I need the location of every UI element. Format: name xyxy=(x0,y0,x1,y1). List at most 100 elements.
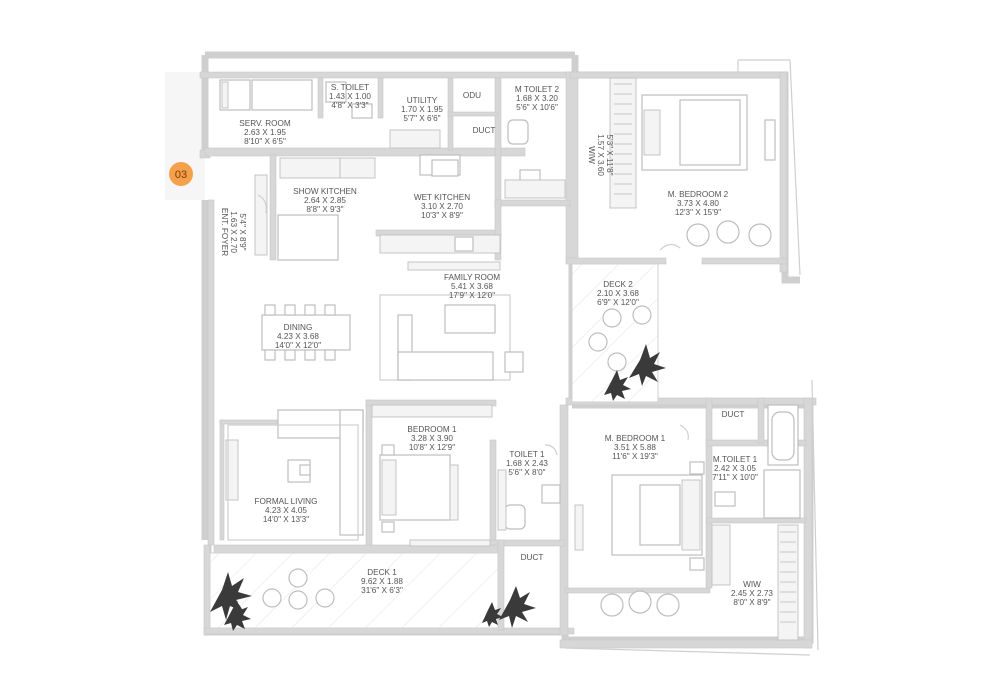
room-label-text: ENT. FOYER xyxy=(220,208,229,256)
room-label-text: WET KITCHEN xyxy=(414,193,470,202)
room-label-text: M TOILET 2 xyxy=(515,85,560,94)
badge-circle xyxy=(169,162,193,186)
room-label-text: DINING xyxy=(284,323,313,332)
wall-duct-right xyxy=(757,397,765,444)
wall-stoilet-left xyxy=(317,77,324,119)
label-toilet-1: TOILET 1 1.68 X 2.43 5'6" X 8'0" xyxy=(506,450,548,477)
room-label-text: 1.57 X 3.60 xyxy=(596,134,605,176)
label-serv-room: SERV. ROOM 2.63 X 1.95 8'10" X 6'5" xyxy=(239,119,291,146)
room-label-text: 17'9" X 12'0" xyxy=(449,291,495,300)
bedroom-1-furniture xyxy=(371,404,493,547)
wall-wetkitchen-right xyxy=(494,199,502,261)
room-label-text: TOILET 1 xyxy=(509,450,545,459)
room-label-text: M. BEDROOM 2 xyxy=(668,190,729,199)
room-label-text: 4.23 X 3.68 xyxy=(277,332,319,341)
unit-badge-label: 03 xyxy=(175,169,187,181)
label-family-room: FAMILY ROOM 5.41 X 3.68 17'9" X 12'0" xyxy=(444,273,500,300)
label-show-kitchen: SHOW KITCHEN 2.64 X 2.85 8'8" X 9'3" xyxy=(293,187,357,214)
wall-bed2-right xyxy=(779,71,788,273)
room-label-text: 8'8" X 9'3" xyxy=(306,205,343,214)
wall-duct-bottom xyxy=(705,439,807,447)
toilet-1-fixtures xyxy=(497,469,561,531)
label-wiw-top: WIW 1.57 X 3.60 5'3" X 11'8" xyxy=(587,134,614,176)
room-label-text: FORMAL LIVING xyxy=(255,497,318,506)
room-label-text: 5'7" X 6'6" xyxy=(403,114,440,123)
room-label-text: 11'6" X 19'3" xyxy=(612,452,658,461)
label-deck-1: DECK 1 9.62 X 1.88 31'6" X 6'3" xyxy=(361,568,403,595)
wall-odu-bottom xyxy=(447,111,499,117)
wall-mtoilet2-left xyxy=(494,77,502,209)
room-label-text: 2.63 X 1.95 xyxy=(244,128,286,137)
room-label-text: 3.28 X 3.90 xyxy=(411,434,453,443)
room-label-text: UTILITY xyxy=(407,96,438,105)
label-s-toilet: S. TOILET 1.43 X 1.00 4'8" X 3'3" xyxy=(329,83,371,110)
formal-living-furniture xyxy=(225,409,364,541)
unit-badge: 03 xyxy=(165,72,205,200)
wall-formal-top xyxy=(219,419,281,425)
plant-icon xyxy=(604,344,666,401)
wall-bed1-left xyxy=(365,399,373,551)
label-dining: DINING 4.23 X 3.68 14'0" X 12'0" xyxy=(275,323,321,350)
room-label-text: WIW xyxy=(587,146,596,164)
wall-bed1-top xyxy=(565,397,817,406)
wall-mtoilet2-bottom xyxy=(494,199,571,207)
label-duct-top: DUCT xyxy=(473,126,496,135)
wall-bed1-right xyxy=(559,404,569,636)
deck-2-hatch xyxy=(571,263,666,403)
kitchen-fixtures xyxy=(254,154,501,271)
room-label-text: 14'0" X 13'3" xyxy=(263,515,309,524)
room-label-text: 1.68 X 3.20 xyxy=(516,94,558,103)
m-toilet-1-fixtures xyxy=(714,404,801,519)
wiw-bottom-wardrobe xyxy=(711,524,799,641)
wall-left xyxy=(207,199,215,546)
room-label-text: 2.10 X 3.68 xyxy=(597,289,639,298)
wall-stoilet-right xyxy=(377,77,384,119)
label-formal-living: FORMAL LIVING 4.23 X 4.05 14'0" X 13'3" xyxy=(255,497,318,524)
wall-formal-left-window xyxy=(219,419,225,541)
wall-bed2-top xyxy=(569,71,786,79)
room-labels: SERV. ROOM 2.63 X 1.95 8'10" X 6'5" S. T… xyxy=(220,83,773,607)
room-label-text: BEDROOM 1 xyxy=(407,425,457,434)
room-label-text: 3.73 X 4.80 xyxy=(677,199,719,208)
label-m-bedroom-2: M. BEDROOM 2 3.73 X 4.80 12'3" X 15'9" xyxy=(668,190,729,217)
room-label-text: 12'3" X 15'9" xyxy=(675,208,721,217)
room-label-text: 2.42 X 3.05 xyxy=(714,464,756,473)
room-label-text: 10'3" X 8'9" xyxy=(421,211,463,220)
room-label-text: 10'8" X 12'9" xyxy=(409,443,455,452)
wiw-top-wardrobe xyxy=(609,77,637,209)
label-deck-2: DECK 2 2.10 X 3.68 6'9" X 12'0" xyxy=(597,280,639,307)
room-label-text: 8'0" X 8'9" xyxy=(733,598,770,607)
wall-showkitchen-left xyxy=(269,154,277,261)
wall-mtoilet1-bottom xyxy=(705,517,807,524)
wall-deck2-top xyxy=(565,257,667,265)
room-label-text: 5'3" X 11'8" xyxy=(605,134,614,175)
room-label-text: 7'11" X 10'0" xyxy=(712,473,758,482)
label-duct-right: DUCT xyxy=(722,410,745,419)
label-m-bedroom-1: M. BEDROOM 1 3.51 X 5.88 11'6" X 19'3" xyxy=(605,434,666,461)
room-label-text: 1.63 X 2.70 xyxy=(229,211,238,253)
label-wet-kitchen: WET KITCHEN 3.10 X 2.70 10'3" X 8'9" xyxy=(414,193,470,220)
room-label-text: 1.68 X 2.43 xyxy=(506,459,548,468)
label-bedroom-1: BEDROOM 1 3.28 X 3.90 10'8" X 12'9" xyxy=(407,425,457,452)
wall-toilet1-left xyxy=(489,439,497,546)
label-duct-bottom: DUCT xyxy=(521,553,544,562)
room-label-text: 1.70 X 1.95 xyxy=(401,105,443,114)
room-label-text: 1.43 X 1.00 xyxy=(329,92,371,101)
wall-serv-bottom xyxy=(204,147,526,157)
room-label-text: 3.10 X 2.70 xyxy=(421,202,463,211)
room-label-text: 9.62 X 1.88 xyxy=(361,577,403,586)
room-label-text: M. BEDROOM 1 xyxy=(605,434,666,443)
m-bedroom-2-furniture xyxy=(641,94,776,247)
serv-room-furniture xyxy=(219,79,441,149)
label-odu: ODU xyxy=(463,91,481,100)
room-label-text: 6'9" X 12'0" xyxy=(597,298,639,307)
label-ent-foyer: ENT. FOYER 1.63 X 2.70 5'4" X 8'9" xyxy=(220,208,247,256)
wall-bed2-bottom xyxy=(701,257,788,265)
room-label-text: 2.64 X 2.85 xyxy=(304,196,346,205)
room-label-text: 31'6" X 6'3" xyxy=(361,586,403,595)
room-label-text: 2.45 X 2.73 xyxy=(731,589,773,598)
label-utility: UTILITY 1.70 X 1.95 5'7" X 6'6" xyxy=(401,96,443,123)
wall-mid-vertical xyxy=(565,71,579,263)
room-label-text: M.TOILET 1 xyxy=(713,455,758,464)
